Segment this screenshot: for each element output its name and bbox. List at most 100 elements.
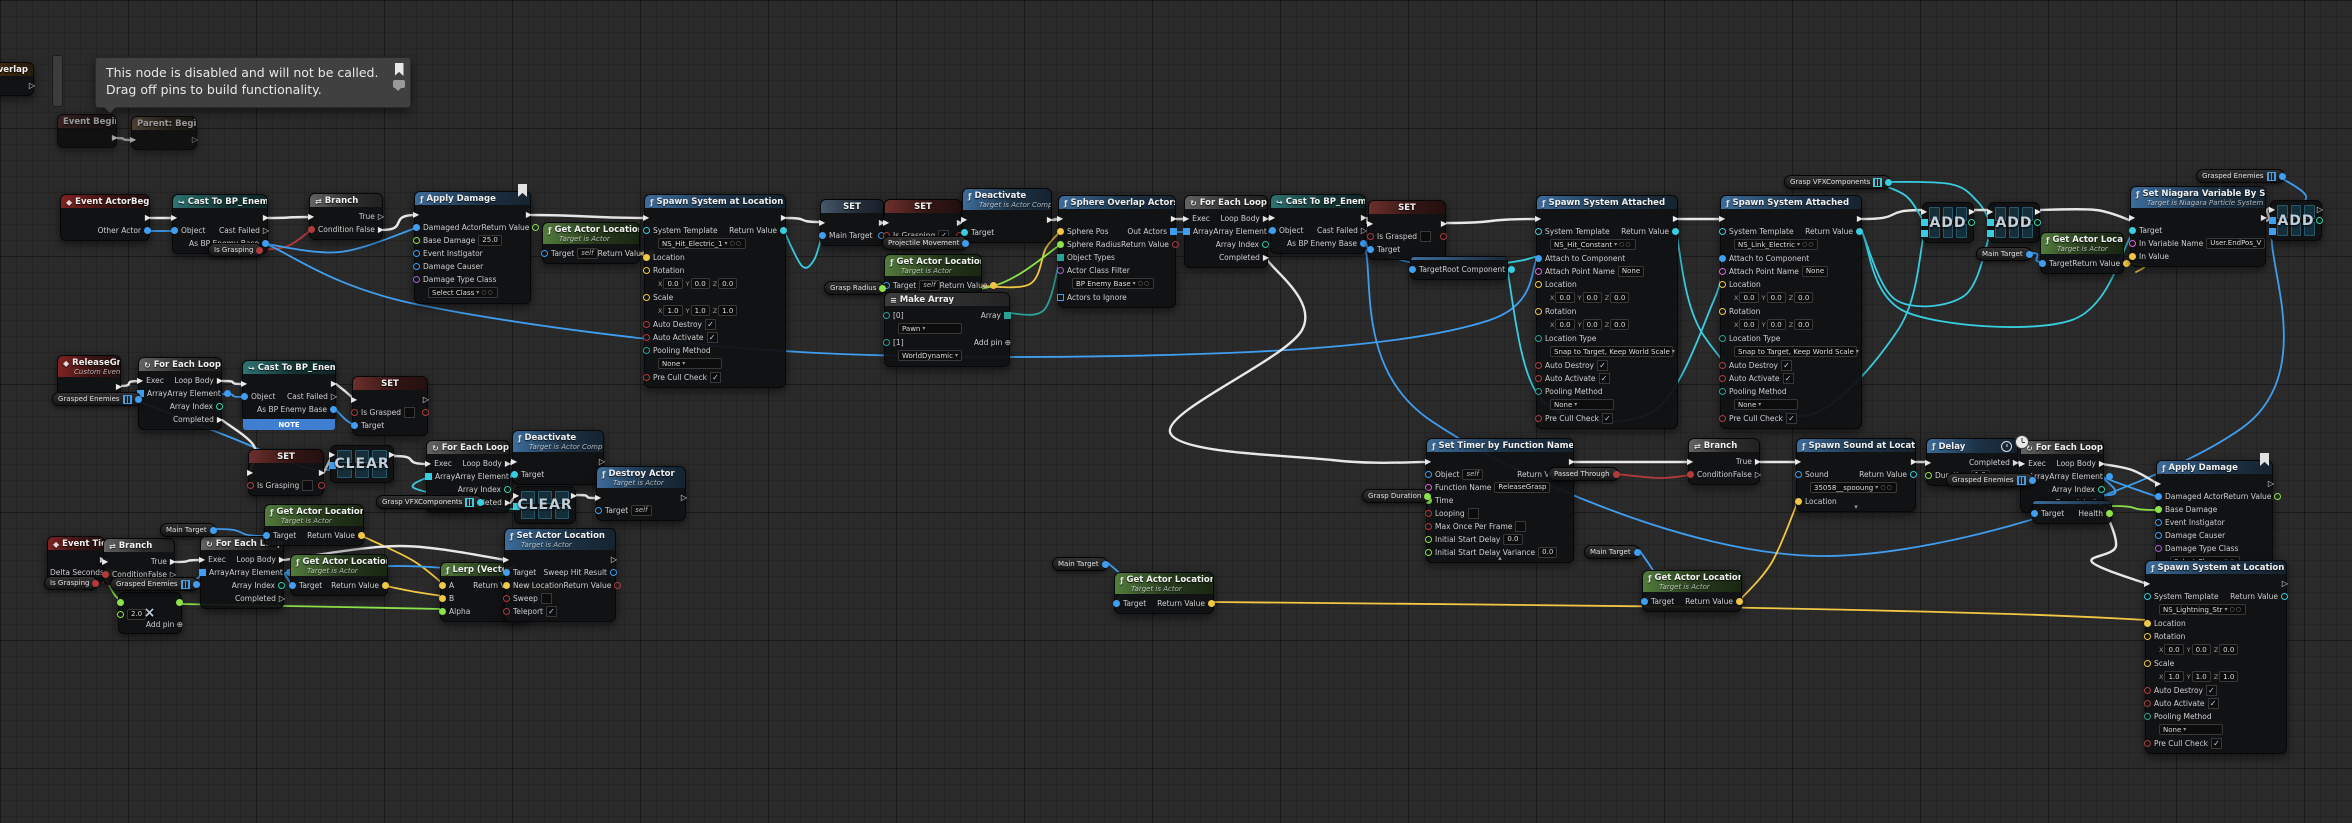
var-grasped-enemies-2-output-pin[interactable] [134,395,142,403]
delay-node-data-pin[interactable] [1925,472,1932,479]
set-is-grasping-true-exec-pin[interactable]: ▶ [883,217,890,227]
event-tick-exec-pin[interactable]: ▶ [100,555,106,564]
apply-damage-2-data-pin[interactable] [2155,545,2162,552]
for-each-loop-1-data-pin[interactable] [1262,241,1269,248]
get-actor-location-3-data-pin[interactable] [2123,260,2131,268]
get-root-component-data-pin[interactable] [1508,266,1516,273]
spawn-system-at-location-2-checkbox[interactable]: ✓ [2205,685,2217,696]
for-each-loop-3-exec-pin[interactable]: ▶ [504,458,511,468]
spawn-system-at-location-2-z-value[interactable]: 1.0 [2219,671,2239,682]
spawn-system-attached-1-checkbox[interactable]: ✓ [1596,360,1608,371]
var-grasp-vfxcomponents-1[interactable]: Grasp VFXComponents [1784,175,1893,189]
spawn-system-attached-2-text-field[interactable]: None [1801,266,1829,277]
for-each-loop-2-data-pin[interactable] [223,390,231,397]
get-actor-location-5-data-pin[interactable] [289,582,296,590]
spawn-system-at-location-1-x-value[interactable]: 1.0 [663,305,683,316]
spawn-system-at-location-1-asset-picker-icons[interactable]: ○○ [729,240,743,247]
make-array-dropdown[interactable]: Pawn▾ [898,323,962,334]
spawn-system-at-location-2-asset-picker-icons[interactable]: ○○ [2229,606,2242,613]
set-timer-by-function-name-data-pin[interactable] [1425,471,1432,478]
spawn-sound-at-location-data-pin[interactable] [1795,471,1802,478]
var-grasped-enemies-4[interactable]: Grasped Enemies [1946,473,2036,487]
spawn-system-at-location-2-exec-pin[interactable]: ▶ [2144,578,2151,588]
multiply-node-text-field[interactable]: 2.0 [127,608,147,620]
set-is-grasped-1-exec-pin[interactable]: ▶ [1367,218,1374,228]
spawn-system-at-location-1-data-pin[interactable] [643,254,650,261]
sphere-overlap-actors-data-pin[interactable] [1057,267,1064,274]
add-node-1-exec-pin[interactable]: ▶ [1968,206,1975,216]
set-niagara-variable-exec-pin[interactable]: ▶ [2260,212,2267,222]
cast-to-bp-enemy-base-2-data-pin[interactable] [1360,240,1367,247]
set-timer-by-function-name-exec-pin[interactable]: ▶ [1568,456,1575,466]
set-niagara-variable-data-pin[interactable] [2129,240,2136,248]
apply-damage-2-data-pin[interactable] [2274,493,2282,500]
var-passed-through[interactable]: Passed Through [1548,467,1620,481]
spawn-system-at-location-1-data-pin[interactable] [780,227,787,234]
add-node-2[interactable]: ADD▶▶ [1987,202,2041,243]
var-main-target-3-output-pin[interactable] [209,526,217,534]
spawn-system-attached-1-dropdown[interactable]: Snap to Target, Keep World Scale▾ [1550,346,1675,357]
set-timer-by-function-name-checkbox[interactable] [1467,508,1479,519]
clear-node-1-exec-pin[interactable]: ▶ [329,449,336,459]
var-is-grasping-1[interactable]: Is Grasping [208,243,264,257]
event-tick-header[interactable]: ◆Event Tick [48,537,104,550]
set-is-grasping-false-exec-pin[interactable]: ▶ [318,467,325,477]
spawn-system-at-location-1-data-pin[interactable] [643,374,650,381]
for-each-loop-4-data-pin[interactable] [278,582,285,589]
spawn-system-attached-2-data-pin[interactable] [1719,362,1726,369]
add-node-2-data-pin[interactable] [2034,219,2041,226]
apply-damage-1-data-pin[interactable] [413,276,420,283]
spawn-system-at-location-1-exec-pin[interactable]: ▶ [643,212,650,222]
apply-damage-2-bookmark-icon[interactable] [2260,453,2269,466]
edge-cut-node-exec-pin[interactable]: ▷ [28,80,35,90]
spawn-system-attached-1-data-pin[interactable] [1535,308,1542,315]
spawn-system-at-location-2-checkbox[interactable]: ✓ [2210,738,2222,749]
get-actor-location-1-data-pin[interactable] [541,250,548,258]
spawn-system-attached-2-asset-picker-icons[interactable]: ○○ [1801,241,1815,248]
spawn-system-at-location-1-exec-pin[interactable]: ▶ [780,212,787,222]
branch-2-header[interactable]: ⇄Branch [104,539,174,552]
add-node-3-exec-pin[interactable]: ▷ [2316,204,2323,214]
get-actor-location-4-data-pin[interactable] [358,532,365,540]
apply-damage-1-dropdown[interactable]: Select Class▾○○ [428,287,498,298]
spawn-system-attached-2-data-pin[interactable] [1719,268,1726,275]
multiply-node-data-pin[interactable] [117,610,124,618]
spawn-system-at-location-2-data-pin[interactable] [2144,633,2151,640]
var-grasp-vfxcomponents-2-output-pin[interactable] [477,498,485,506]
apply-damage-2-data-pin[interactable] [2155,519,2162,526]
branch-2-exec-pin[interactable]: ▷ [169,569,176,579]
spawn-system-attached-1-data-pin[interactable] [1535,281,1542,288]
add-node-2-exec-pin[interactable]: ▶ [2034,206,2041,216]
set-is-grasping-false-exec-pin[interactable]: ▶ [247,467,254,477]
branch-1-exec-pin[interactable]: ▶ [308,211,315,221]
for-each-loop-2-exec-pin[interactable]: ▶ [216,414,223,424]
set-is-grasping-false-data-pin[interactable] [318,482,325,489]
deactivate-1-exec-pin[interactable]: ▶ [1046,214,1053,224]
destroy-actor-data-pin[interactable] [595,507,602,515]
parent-beginplay-header[interactable]: Parent: BeginPlay [132,117,196,130]
spawn-system-at-location-1-checkbox[interactable]: ✓ [706,332,718,343]
set-is-grasping-false-header[interactable]: SET [249,450,323,463]
for-each-loop-2-data-pin[interactable] [216,403,223,410]
for-each-loop-3-exec-pin[interactable]: ▶ [425,458,432,468]
spawn-system-attached-1-data-pin[interactable] [1672,228,1679,235]
apply-damage-1-data-pin[interactable] [413,224,420,231]
get-actor-location-6-data-pin[interactable] [1113,600,1120,608]
branch-2-exec-pin[interactable]: ▶ [102,556,109,566]
get-actor-location-2-text-field[interactable]: self [919,280,940,292]
spawn-sound-at-location-data-pin[interactable] [1910,471,1917,478]
